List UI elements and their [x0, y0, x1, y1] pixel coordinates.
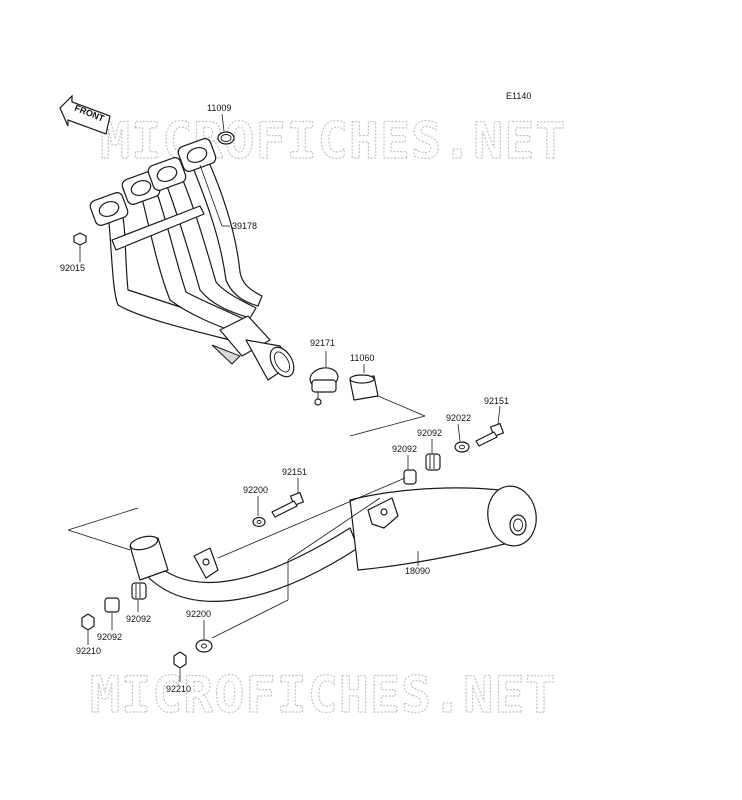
callout-92151-mid: 92151: [282, 467, 307, 477]
figure-code: E1140: [506, 91, 531, 101]
pipe-clamp-icon: [309, 367, 339, 406]
callout-18090: 18090: [405, 566, 430, 576]
callout-92092-a: 92092: [417, 428, 442, 438]
exhaust-gasket-sleeve-icon: [349, 374, 379, 401]
header-flange-2: [121, 171, 161, 205]
nut-icon-2: [81, 613, 95, 631]
callout-11060: 11060: [350, 353, 374, 363]
header-flange-4: [177, 138, 217, 172]
callout-92210-left: 92210: [76, 646, 101, 656]
muffler-assembly: [129, 485, 537, 602]
callout-92092-b: 92092: [392, 444, 417, 454]
washer-icon-2: [252, 516, 266, 528]
nut-icon: [73, 232, 87, 246]
collar-icon-2: [104, 597, 120, 613]
washer-icon-3: [195, 639, 213, 653]
callout-92092-d: 92092: [97, 632, 122, 642]
callout-92171: 92171: [310, 338, 335, 348]
gasket-ring-icon: [217, 131, 235, 145]
rubber-damper-icon-2: [131, 582, 147, 600]
callout-11009: 11009: [207, 103, 231, 113]
callout-39178: 39178: [232, 221, 257, 231]
rubber-damper-icon: [425, 453, 441, 471]
washer-icon: [454, 441, 470, 453]
bolt-icon-2: [271, 491, 305, 518]
header-flange-1: [89, 192, 129, 226]
header-flange-3: [147, 157, 187, 191]
exhaust-header-pipes: [89, 138, 295, 381]
callout-92200-top: 92200: [243, 485, 268, 495]
callout-92151-top: 92151: [484, 396, 509, 406]
callout-92022: 92022: [446, 413, 471, 423]
callout-92092-c: 92092: [126, 614, 151, 624]
collar-icon: [403, 469, 417, 485]
nut-icon-3: [173, 651, 187, 669]
callout-92200-bottom: 92200: [186, 609, 211, 619]
front-direction-icon: FRONT: [59, 94, 111, 135]
bolt-icon: [475, 422, 505, 447]
callout-92210-bottom: 92210: [166, 684, 191, 694]
watermark-bottom: MICROFICHES.NET: [90, 666, 557, 724]
callout-92015: 92015: [60, 263, 85, 273]
